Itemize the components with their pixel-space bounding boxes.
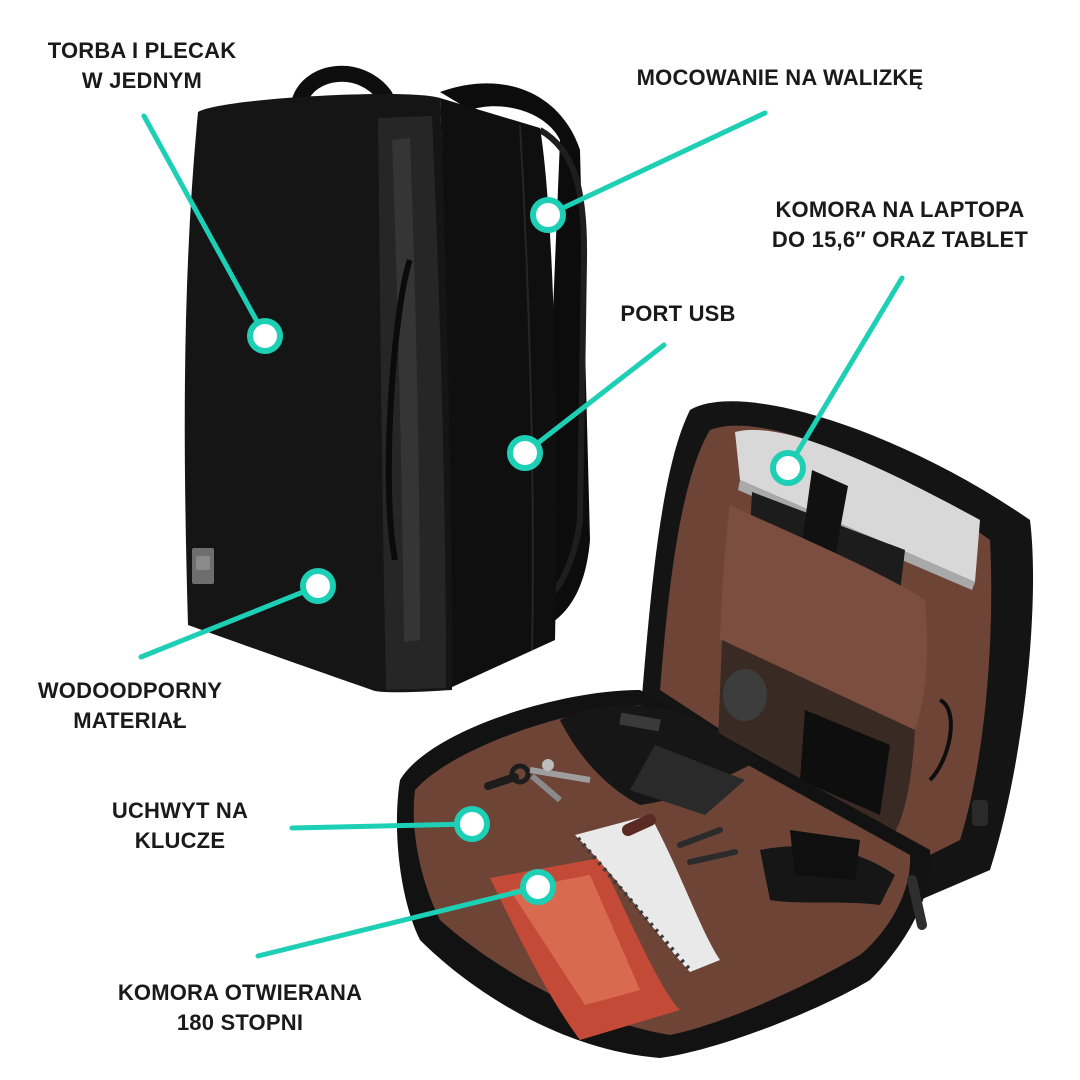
label-wodoodporny: WODOODPORNY MATERIAŁ	[10, 676, 250, 736]
label-line: W JEDNYM	[81, 68, 203, 93]
callout-dot-uchwyt	[454, 806, 490, 842]
label-line: PORT USB	[620, 301, 736, 326]
callout-dots	[247, 197, 806, 905]
callout-leaders	[138, 110, 905, 959]
label-komora-180: KOMORA OTWIERANA 180 STOPNI	[90, 978, 390, 1038]
callout-dot-torba	[247, 318, 283, 354]
label-line: KOMORA OTWIERANA	[117, 980, 363, 1005]
label-line: KLUCZE	[134, 828, 226, 853]
leader-line-port-usb	[522, 342, 667, 456]
leader-line-komora-laptop	[785, 275, 905, 471]
closed-backpack	[184, 65, 590, 693]
label-line: MOCOWANIE NA WALIZKĘ	[636, 65, 924, 90]
callout-dot-wodoodporny	[300, 568, 336, 604]
label-line: 180 STOPNI	[176, 1010, 304, 1035]
label-torba-i-plecak: TORBA I PLECAK W JEDNYM	[22, 36, 262, 96]
leader-line-torba	[141, 113, 268, 339]
callout-dot-komora-180	[520, 869, 556, 905]
leader-line-wodoodporny	[138, 583, 321, 660]
label-line: DO 15,6″ ORAZ TABLET	[771, 227, 1029, 252]
callout-dot-port-usb	[507, 435, 543, 471]
label-line: TORBA I PLECAK	[47, 38, 237, 63]
label-uchwyt: UCHWYT NA KLUCZE	[70, 796, 290, 856]
leader-line-mocowanie	[545, 110, 768, 218]
label-line: UCHWYT NA	[111, 798, 249, 823]
label-line: KOMORA NA LAPTOPA	[775, 197, 1025, 222]
callout-dot-mocowanie	[530, 197, 566, 233]
label-port-usb: PORT USB	[608, 299, 748, 329]
label-komora-laptop: KOMORA NA LAPTOPA DO 15,6″ ORAZ TABLET	[750, 195, 1050, 255]
leader-line-komora-180	[255, 884, 541, 959]
label-mocowanie: MOCOWANIE NA WALIZKĘ	[610, 63, 950, 93]
label-line: WODOODPORNY	[37, 678, 223, 703]
callout-dot-komora-laptop	[770, 450, 806, 486]
label-line: MATERIAŁ	[73, 708, 187, 733]
leader-line-uchwyt	[289, 821, 475, 831]
